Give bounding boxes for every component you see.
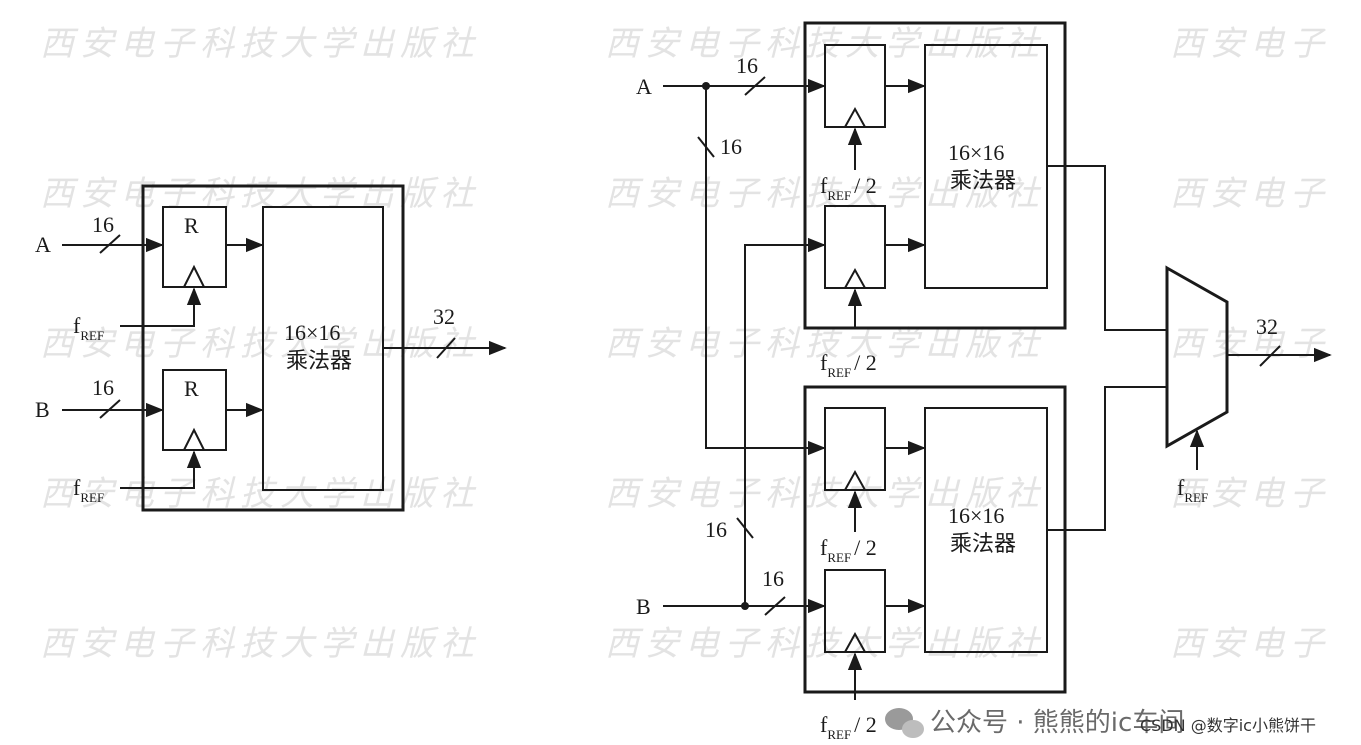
half-clock-label: fREF/ 2 <box>820 712 877 742</box>
multiplier-size-label: 16×16 <box>284 320 340 345</box>
clock-triangle <box>844 106 866 128</box>
watermark: 西安电子科技大学出版社 <box>40 176 480 213</box>
multiplier-name-label: 乘法器 <box>950 532 1016 557</box>
register-label: R <box>184 376 199 401</box>
wire-b-branch <box>744 237 826 606</box>
clock-triangle <box>183 427 205 451</box>
bus-width-label: 16 <box>762 566 784 591</box>
half-clock-label: fREF/ 2 <box>820 350 877 380</box>
clock-label: fREF <box>73 313 104 343</box>
right-diagram <box>663 21 1332 700</box>
half-clock-label: fREF/ 2 <box>820 173 877 203</box>
watermark: 西安电子 <box>1170 626 1330 663</box>
right-lower-box <box>803 385 1067 694</box>
bus-width-label: 16 <box>705 517 727 542</box>
bus-slash <box>1259 345 1281 367</box>
left-labels: A 16 B 16 R R fREF fREF 16×16 乘法器 32 <box>35 212 455 505</box>
watermark: 西安电子科技大学出版社 <box>40 26 480 63</box>
watermark: 西安电子科技大学出版社 <box>605 626 1045 663</box>
watermark: 西安电子科技大学出版社 <box>605 176 1045 213</box>
output-width-label: 32 <box>1256 314 1278 339</box>
register-label: R <box>184 213 199 238</box>
bus-width-label: 16 <box>92 375 114 400</box>
bus-width-label: 16 <box>736 53 758 78</box>
right-labels: A 16 16 B 16 16 fREF/ 2 fREF/ 2 fREF/ 2 … <box>636 53 1278 742</box>
wire-mult-to-mux <box>1047 165 1167 331</box>
left-diagram <box>62 184 507 512</box>
watermark: 西安电子 <box>1170 176 1330 213</box>
wire-a-branch <box>705 86 826 456</box>
output-width-label: 32 <box>433 304 455 329</box>
input-b-label: B <box>636 594 651 619</box>
watermark: 西安电子科技大学出版社 <box>40 476 480 513</box>
csdn-author-label: CSDN @数字ic小熊饼干 <box>1140 716 1316 735</box>
footer-watermark: 公众号 · 熊熊的ic车间 CSDN @数字ic小熊饼干 <box>885 708 1316 738</box>
watermark-layer: 西安电子科技大学出版社 西安电子科技大学出版社 西安电子 西安电子科技大学出版社… <box>40 26 1330 663</box>
input-a-label: A <box>636 74 652 99</box>
bus-width-label: 16 <box>720 134 742 159</box>
clock-triangle <box>844 631 866 653</box>
bus-slash <box>764 596 786 616</box>
clock-label: fREF <box>73 475 104 505</box>
wechat-icon <box>885 708 924 738</box>
right-upper-box <box>803 21 1067 330</box>
multiplier-upper <box>924 44 1048 289</box>
multiplier-name-label: 乘法器 <box>950 169 1016 194</box>
bus-slash <box>99 234 121 254</box>
bus-slash <box>99 399 121 419</box>
watermark: 西安电子 <box>1170 26 1330 63</box>
wire-mult-to-mux <box>1047 386 1167 531</box>
bus-slash <box>697 136 715 158</box>
clock-triangle <box>844 267 866 289</box>
multiplier-lower <box>924 407 1048 653</box>
junction-dot <box>702 82 710 90</box>
clock-triangle <box>844 469 866 491</box>
wire-clock <box>120 450 202 489</box>
half-clock-label: fREF/ 2 <box>820 535 877 565</box>
input-a-label: A <box>35 232 51 257</box>
input-b-label: B <box>35 397 50 422</box>
junction-dot <box>741 602 749 610</box>
wechat-account-label: 公众号 · 熊熊的ic车间 <box>930 708 1184 738</box>
multiplier-size-label: 16×16 <box>948 140 1004 165</box>
bus-width-label: 16 <box>92 212 114 237</box>
watermark: 西安电子科技大学出版社 <box>605 326 1045 363</box>
watermark: 西安电子 <box>1170 326 1330 363</box>
wire-clock <box>120 287 202 327</box>
bus-slash <box>736 517 754 539</box>
watermark: 西安电子科技大学出版社 <box>605 476 1045 513</box>
watermark: 西安电子科技大学出版社 <box>40 326 480 363</box>
clock-label: fREF <box>1177 475 1208 505</box>
register-b-upper <box>824 205 886 289</box>
bus-slash <box>744 76 766 96</box>
multiplier-size-label: 16×16 <box>948 503 1004 528</box>
bus-slash <box>436 337 456 359</box>
watermark: 西安电子科技大学出版社 <box>40 626 480 663</box>
clock-triangle <box>183 264 205 288</box>
multiplier-name-label: 乘法器 <box>286 349 352 374</box>
watermark: 西安电子 <box>1170 476 1330 513</box>
output-mux <box>1165 265 1229 449</box>
